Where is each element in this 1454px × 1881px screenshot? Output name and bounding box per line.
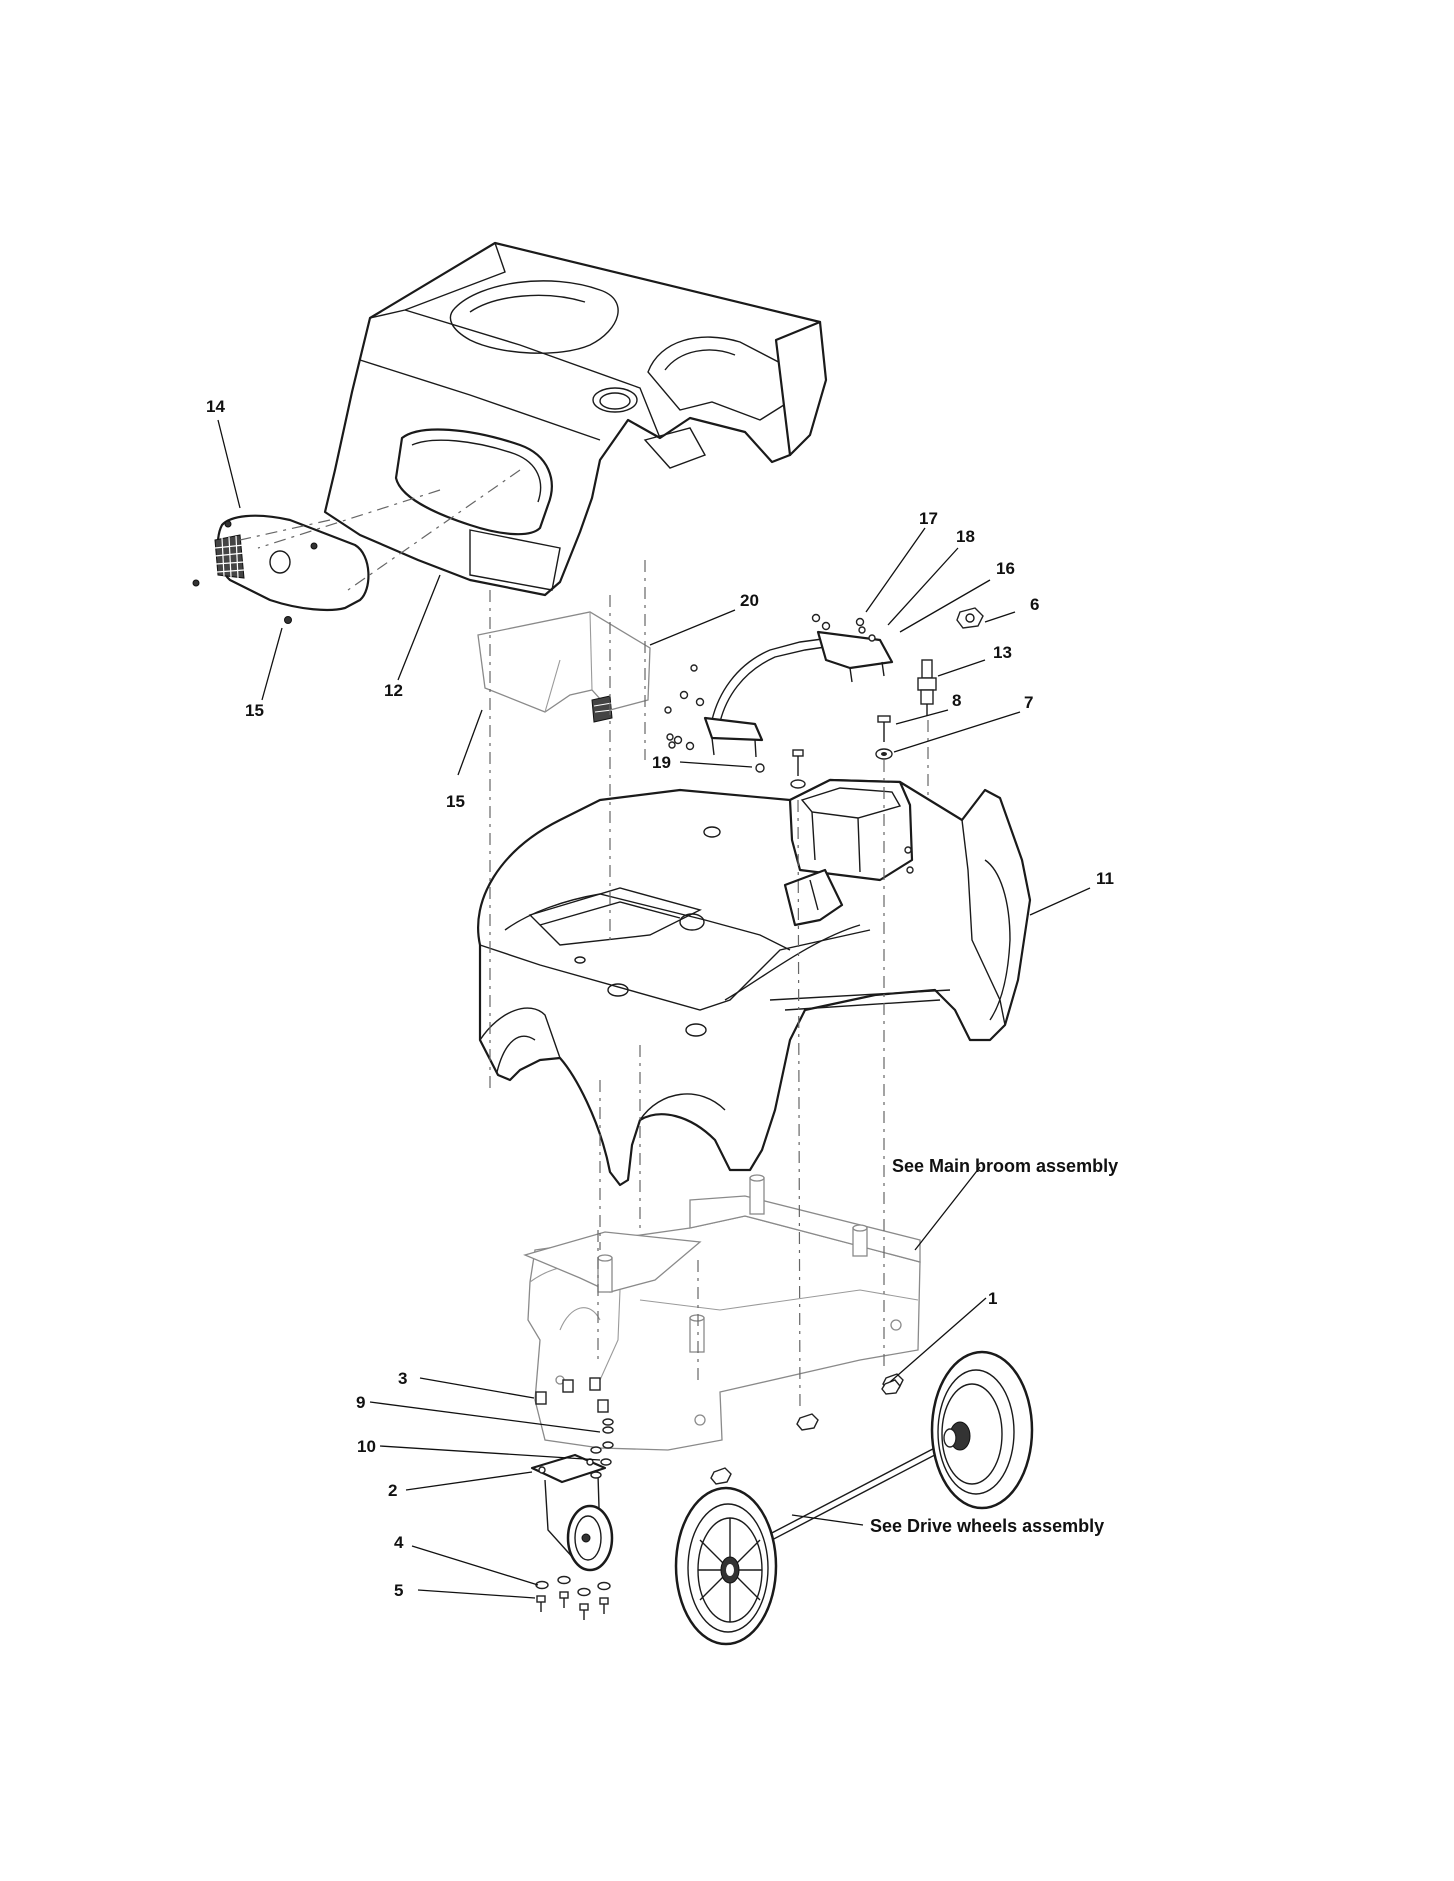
callout-2: 2 (388, 1481, 397, 1500)
callout-8: 8 (952, 691, 961, 710)
nut-6 (956, 607, 984, 629)
assembly-dashed-lines (239, 469, 929, 1411)
callout-15b: 15 (446, 792, 465, 811)
callout-19: 19 (652, 753, 671, 772)
callout-13: 13 (993, 643, 1012, 662)
frame-plate (523, 1174, 921, 1451)
handle-fasteners (664, 613, 876, 751)
grille-mesh (214, 534, 245, 579)
leader-lines (217, 419, 1091, 1599)
callout-1: 1 (988, 1289, 997, 1308)
top-cover (323, 241, 828, 597)
callout-11: 11 (1096, 869, 1114, 888)
spark-plug-13 (917, 659, 937, 716)
callout-14: 14 (206, 397, 225, 416)
caster-assembly (530, 1453, 614, 1572)
main-chassis (477, 778, 1032, 1187)
frame-nuts (710, 1373, 904, 1485)
callout-10: 10 (357, 1437, 376, 1456)
drive-wheels-assembly (674, 1350, 1034, 1646)
callout-6: 6 (1030, 595, 1039, 614)
callout-9: 9 (356, 1393, 365, 1412)
washer-7 (875, 748, 893, 760)
callout-15a: 15 (245, 701, 264, 720)
bolt-8 (877, 715, 891, 742)
callout-labels: 14 12 15 15 20 17 18 16 6 13 8 7 19 11 1… (206, 397, 1118, 1600)
callout-20: 20 (740, 591, 759, 610)
callout-16: 16 (996, 559, 1015, 578)
callout-12: 12 (384, 681, 403, 700)
screw-12 (192, 579, 200, 587)
callout-7: 7 (1024, 693, 1033, 712)
callout-4: 4 (394, 1533, 404, 1552)
note-main-broom: See Main broom assembly (892, 1156, 1118, 1176)
front-grille-panel (214, 514, 370, 612)
screw-15a (284, 616, 292, 624)
right-drive-wheel (930, 1350, 1034, 1510)
left-drive-wheel (674, 1486, 778, 1646)
callout-3: 3 (398, 1369, 407, 1388)
callout-17: 17 (919, 509, 938, 528)
bracket-20 (477, 611, 651, 723)
note-drive-wheels: See Drive wheels assembly (870, 1516, 1104, 1536)
handle-bar-16 (703, 630, 894, 758)
callout-18: 18 (956, 527, 975, 546)
callout-5: 5 (394, 1581, 403, 1600)
small-fasteners (535, 1377, 901, 1620)
